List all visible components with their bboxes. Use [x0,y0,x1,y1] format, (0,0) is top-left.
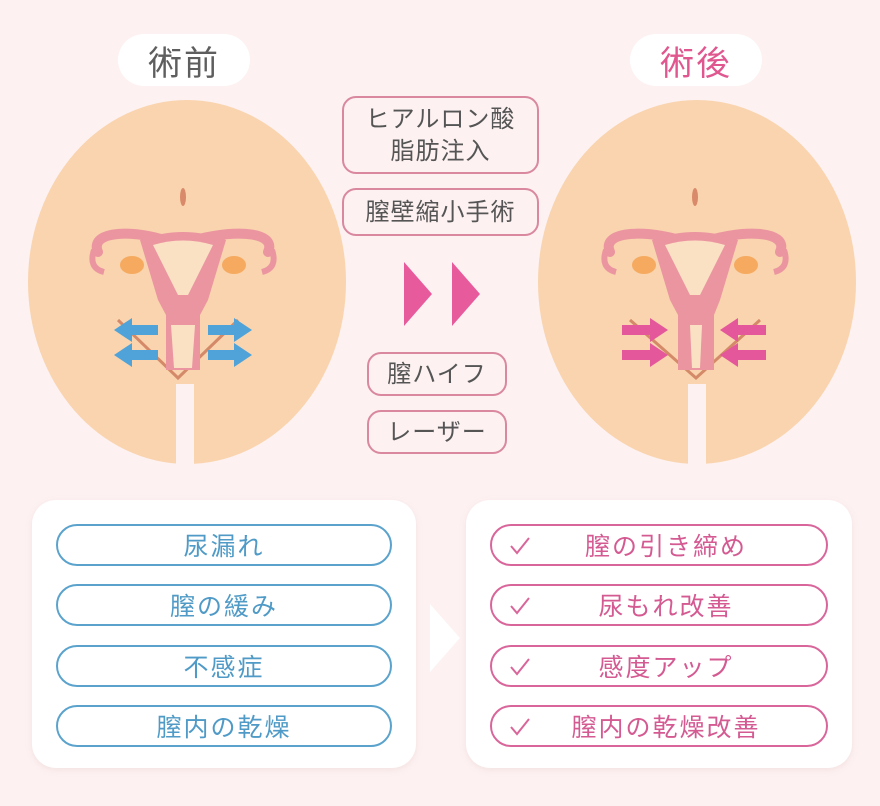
outward-arrows-icon [114,318,252,367]
uterus-before-diagram [89,188,277,474]
ovary-icon [222,256,246,274]
check-icon [510,658,530,676]
procedure-vaginal-hifu: 膣ハイフ [367,352,507,396]
benefit-item: 感度アップ [490,645,828,687]
benefit-item: 尿もれ改善 [490,584,828,626]
procedure-hyaluronic-fat-injection: ヒアルロン酸 脂肪注入 [342,96,539,174]
navel-icon [180,188,186,206]
benefit-label: 膣内の乾燥改善 [571,713,761,742]
benefit-label: 感度アップ [598,653,734,682]
check-icon [510,537,530,555]
benefit-item: 膣の引き締め [490,524,828,566]
double-chevron-right-icon [404,262,480,326]
benefit-label: 尿もれ改善 [598,592,734,621]
after-body-illustration [538,100,856,474]
symptom-item: 膣内の乾燥 [56,705,392,747]
benefit-item: 膣内の乾燥改善 [490,705,828,747]
procedure-label-line1: ヒアルロン酸 [365,104,516,133]
symptom-item: 不感症 [56,645,392,687]
ovary-icon [120,256,144,274]
procedure-laser: レーザー [367,410,507,454]
before-title: 術前 [118,34,250,86]
procedure-vaginal-wall-reduction: 膣壁縮小手術 [342,188,539,236]
before-body-illustration [28,100,346,474]
benefit-label: 膣の引き締め [584,532,747,561]
check-icon [510,597,530,615]
symptom-item: 尿漏れ [56,524,392,566]
inward-arrows-icon [622,318,766,367]
ovary-icon [632,256,656,274]
navel-icon [692,188,698,206]
after-benefits-card: 膣の引き締め 尿もれ改善 感度アップ 膣内の乾燥改善 [466,500,852,768]
before-symptoms-card: 尿漏れ 膣の緩み 不感症 膣内の乾燥 [32,500,416,768]
uterus-after-diagram [601,188,789,474]
procedure-label-line2: 脂肪注入 [390,137,491,165]
symptom-item: 膣の緩み [56,584,392,626]
check-icon [510,718,530,736]
ovary-icon [734,256,758,274]
chevron-right-icon [430,604,460,672]
after-title: 術後 [630,34,762,86]
